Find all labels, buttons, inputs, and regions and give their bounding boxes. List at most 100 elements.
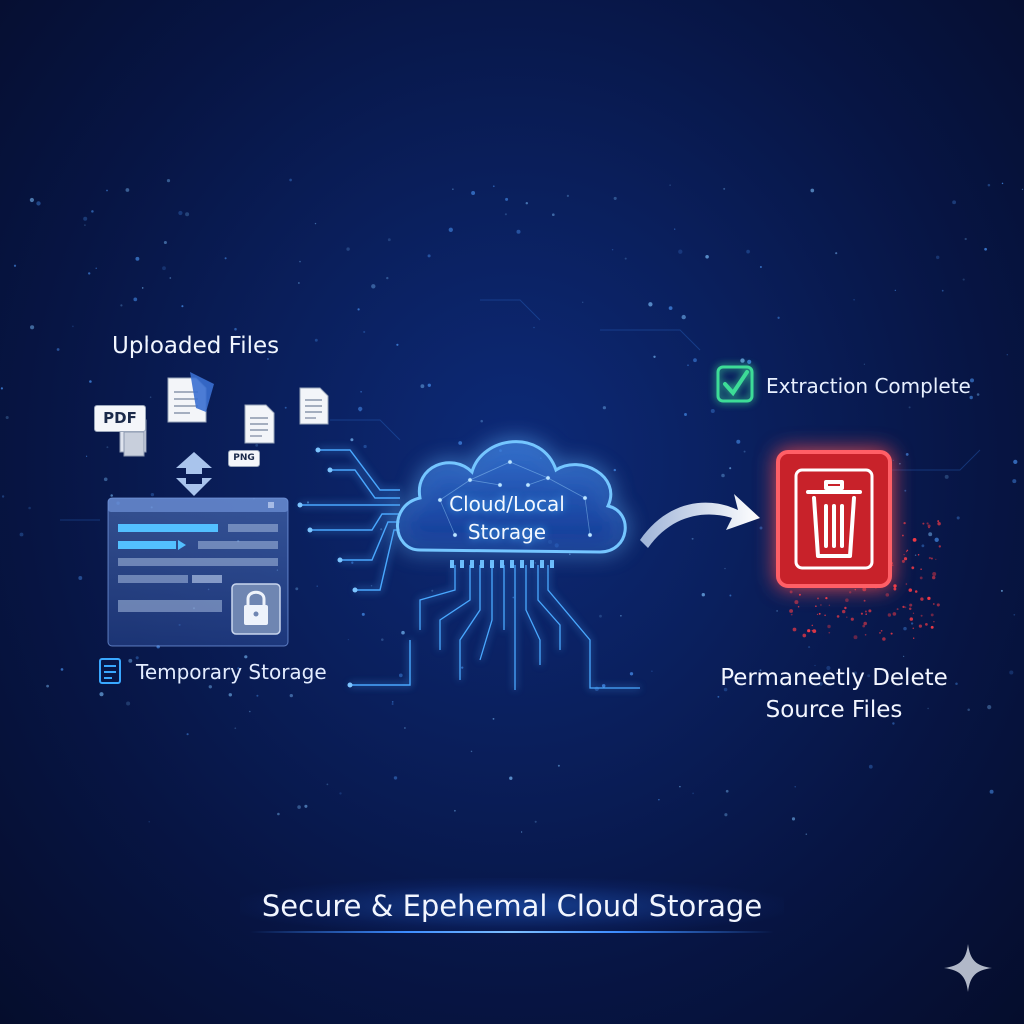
delete-particle [917, 553, 920, 556]
background-circuit-traces [60, 299, 981, 521]
cloud-storage-label: Cloud/Local Storage [424, 490, 590, 546]
pdf-file-tag: PDF [94, 405, 146, 432]
check-icon [716, 365, 754, 403]
delete-particle [912, 612, 915, 614]
delete-particle [863, 599, 866, 602]
circuit-nodes-left [297, 447, 358, 688]
background-particle [60, 668, 64, 671]
background-particle [186, 733, 189, 736]
delete-particle [797, 605, 800, 608]
background-particle [314, 222, 317, 225]
background-particle [648, 302, 653, 307]
background-particle [740, 358, 745, 363]
background-particle [120, 304, 123, 307]
circuit-connector-pins [450, 560, 554, 568]
background-particle [723, 687, 728, 692]
background-particle [525, 201, 529, 205]
background-particle [363, 444, 367, 449]
background-particle [835, 252, 838, 255]
background-particle [84, 224, 86, 227]
delete-particle [920, 614, 923, 617]
background-particle [681, 314, 686, 320]
background-particle [613, 468, 616, 472]
background-particle [908, 406, 911, 409]
background-particle [678, 249, 683, 254]
delete-particle [920, 568, 922, 570]
background-particle [794, 786, 796, 788]
background-particle [921, 544, 925, 548]
delete-particle [887, 613, 892, 617]
delete-particle [811, 629, 813, 632]
delete-particle [807, 629, 811, 633]
background-particle [1013, 459, 1018, 465]
background-particle [976, 393, 980, 396]
background-particle [509, 776, 513, 780]
background-particle [989, 789, 994, 794]
document-icon [167, 372, 214, 423]
background-particle [256, 694, 259, 697]
background-particle [237, 667, 240, 670]
background-particle [952, 200, 957, 205]
delete-particle [906, 549, 909, 552]
background-particle [533, 326, 535, 329]
delete-particle [816, 613, 819, 616]
delete-particle [836, 615, 840, 618]
background-particle [687, 364, 689, 367]
background-particle [705, 255, 709, 259]
background-particle [461, 666, 464, 669]
background-particle [360, 390, 362, 393]
background-particle [899, 463, 901, 465]
background-particle [298, 282, 300, 284]
background-particle [1006, 354, 1008, 356]
background-particle [228, 693, 233, 697]
delete-particle [893, 587, 897, 591]
delete-particle [913, 637, 915, 639]
background-particle [398, 673, 403, 678]
background-particle [314, 338, 318, 342]
background-particle [903, 626, 907, 631]
background-particle [359, 410, 361, 412]
background-particle [213, 341, 216, 344]
background-particle [135, 656, 139, 660]
background-particle [145, 338, 149, 342]
background-particle [363, 330, 366, 334]
background-particle [759, 669, 762, 672]
background-particle [295, 587, 299, 591]
circuit-lines-bottom [419, 565, 640, 690]
delete-particle [841, 609, 846, 614]
background-particle [853, 671, 857, 675]
delete-particle [905, 583, 908, 585]
background-particle [944, 474, 949, 479]
delete-particle [901, 534, 904, 537]
background-particle [892, 459, 894, 462]
background-particle [347, 638, 350, 641]
background-particle [693, 358, 697, 363]
delete-particle [931, 575, 936, 580]
background-particle [169, 277, 172, 279]
background-particle [964, 237, 967, 241]
background-particle [684, 413, 687, 416]
background-particle [724, 813, 728, 817]
background-particle [110, 494, 113, 497]
background-particle [1009, 670, 1014, 675]
background-particle [721, 473, 725, 478]
background-particle [725, 789, 729, 793]
background-particle [128, 658, 133, 663]
background-particle [504, 213, 507, 216]
background-particle [927, 707, 929, 710]
background-particle [370, 584, 373, 587]
background-particle [91, 210, 94, 213]
background-particle [427, 254, 431, 258]
background-particle [1013, 613, 1016, 616]
background-particle [611, 249, 614, 251]
background-particle [594, 686, 599, 691]
background-particle [674, 228, 676, 230]
background-particle [863, 363, 866, 365]
background-particle [135, 256, 140, 261]
background-particle [969, 378, 975, 383]
background-particle [103, 477, 108, 482]
delete-particle [908, 588, 913, 592]
background-particle [28, 506, 31, 510]
background-particle [520, 831, 523, 833]
